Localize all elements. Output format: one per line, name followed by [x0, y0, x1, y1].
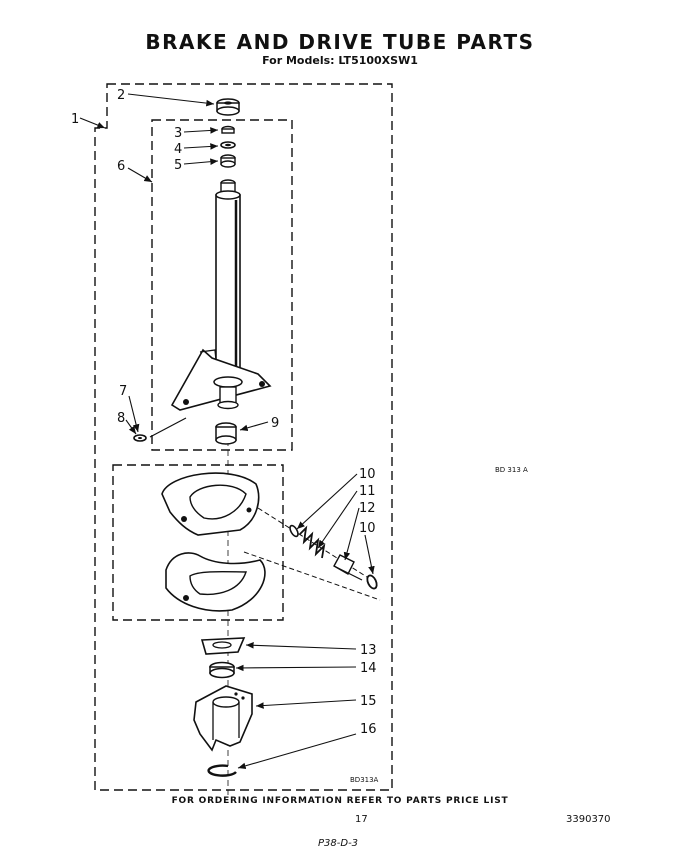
callout-15: 15: [360, 694, 377, 709]
ordering-info-note: FOR ORDERING INFORMATION REFER TO PARTS …: [171, 796, 509, 806]
callout-12: 12: [359, 501, 376, 516]
drive-tube-assembly-boundary: [151, 119, 293, 451]
brake-assembly-boundary: [112, 464, 284, 621]
page-title: BRAKE AND DRIVE TUBE PARTS: [145, 30, 535, 54]
spring-part: [289, 524, 326, 559]
top-nut-part: [216, 98, 240, 116]
brake-shoe-upper-part: [161, 472, 260, 536]
callout-7: 7: [119, 384, 127, 399]
ring-part: [209, 661, 235, 679]
bushing-part: [215, 422, 237, 445]
pin-part: [333, 554, 363, 581]
callout-11: 11: [359, 484, 376, 499]
diagram-reference-code: BD 313 A: [495, 466, 528, 474]
callout-6: 6: [117, 159, 125, 174]
callout-8: 8: [117, 411, 125, 426]
outer-assembly-boundary: [94, 83, 393, 791]
model-subtitle: For Models: LT5100XSW1: [262, 54, 418, 67]
callout-10: 10: [359, 467, 376, 482]
diagram-corner-code: BD313A: [350, 776, 379, 784]
brake-shoe-lower-part: [165, 552, 266, 612]
callout-4: 4: [174, 142, 182, 157]
drive-tube-part: [170, 179, 272, 411]
callout-9: 9: [271, 416, 279, 431]
callout-leaders: [79, 93, 375, 770]
screw-part: [133, 434, 147, 442]
retaining-ring-part: [207, 764, 237, 777]
callout-13: 13: [360, 643, 377, 658]
brake-cam-part: [193, 685, 253, 752]
seal-part: [221, 125, 235, 134]
callout-3: 3: [174, 126, 182, 141]
callout-14: 14: [360, 661, 377, 676]
callout-10b: 10: [359, 521, 376, 536]
handwritten-note: P38-D-3: [318, 838, 359, 849]
callout-5: 5: [174, 158, 182, 173]
bearing-part: [220, 154, 236, 168]
callout-16: 16: [360, 722, 377, 737]
washer-part: [220, 141, 236, 149]
callout-1: 1: [71, 112, 79, 127]
callout-2: 2: [117, 88, 125, 103]
document-part-number: 3390370: [566, 814, 611, 825]
cam-plate-part: [200, 637, 246, 655]
page-number: 17: [355, 814, 368, 825]
pin-clip-part: [366, 574, 378, 590]
